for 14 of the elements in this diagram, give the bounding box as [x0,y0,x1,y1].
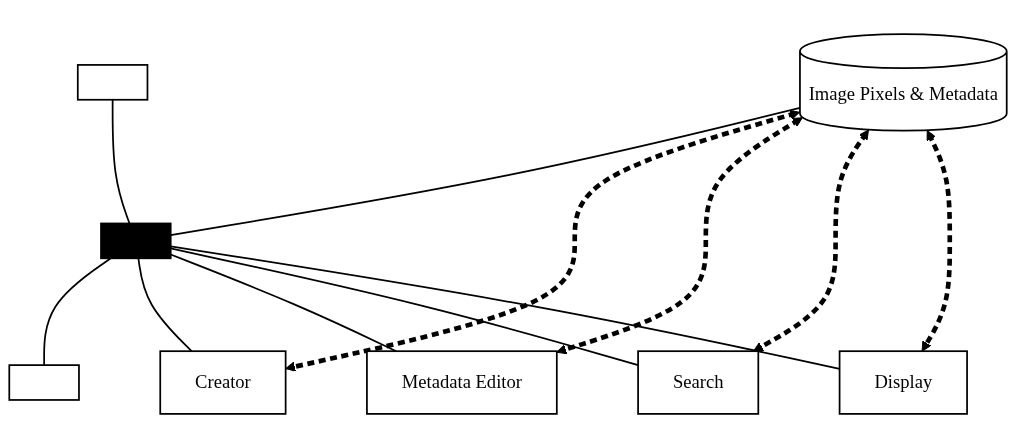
arrow [285,109,800,372]
arrow [753,129,869,352]
node-bar [100,222,172,260]
node-box [8,364,80,401]
arrow [921,130,953,352]
node-box: Search [637,350,760,415]
node-box: Metadata Editor [366,350,558,415]
arrow [556,117,803,355]
node-box: Display [838,350,968,415]
connector [43,257,112,366]
node-box: Creator [159,350,287,415]
node-box [76,64,149,101]
connector [111,98,131,225]
connector [137,257,193,353]
